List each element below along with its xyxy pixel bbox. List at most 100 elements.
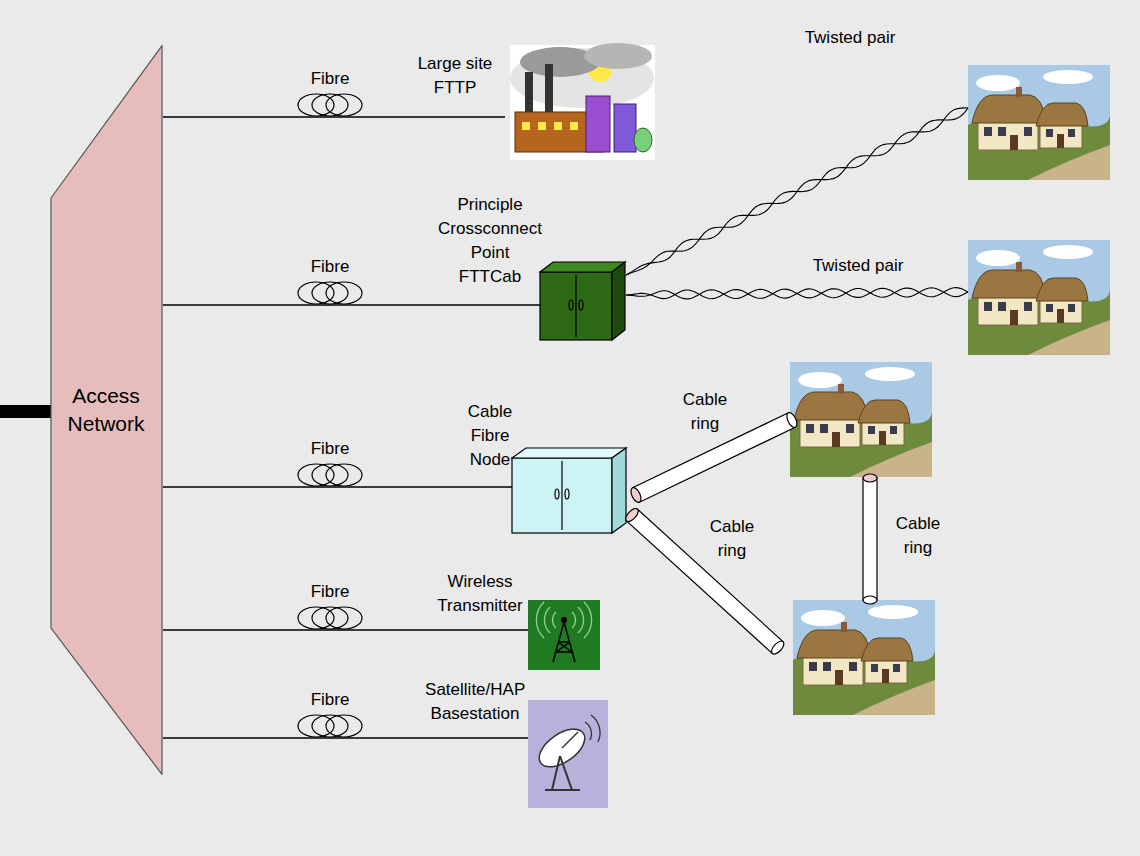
satellite-dish-picture: [528, 700, 608, 808]
twisted-pair-wire: [626, 108, 968, 275]
node-label: Principle Crossconnect Point FTTCab: [438, 193, 542, 289]
factory-picture: [614, 104, 636, 152]
trapezoid-shape: [51, 46, 162, 775]
trapezoid-outline: [50, 45, 163, 775]
fibre-link: [163, 116, 505, 117]
factory-picture: [538, 122, 546, 130]
cable-node-cabinet-picture: [555, 489, 559, 499]
edge-label: Fibre: [309, 580, 352, 604]
satellite-dish-picture: [560, 756, 572, 790]
crossconnect-cabinet-picture: [579, 300, 583, 310]
factory-picture: [545, 64, 553, 117]
cable-node-cabinet-picture: [512, 448, 626, 458]
illustration: [298, 464, 362, 486]
satellite-dish-picture: [562, 732, 578, 748]
wireless-tower-picture: [572, 612, 575, 628]
crossconnect-cabinet-picture: [569, 300, 573, 310]
medium-label: Cable ring: [708, 515, 756, 563]
illustration: [298, 607, 362, 629]
wireless-tower-picture: [556, 651, 572, 653]
crossconnect-cabinet-picture: [612, 262, 625, 340]
medium-label: Cable ring: [681, 388, 729, 436]
crossconnect-cabinet-picture: [540, 272, 612, 340]
factory-picture: [510, 43, 655, 160]
twisted-pair-wires: [626, 108, 968, 299]
illustration: [298, 94, 362, 116]
factory-picture: [634, 128, 652, 152]
factory-picture: [584, 43, 652, 69]
satellite-dish-picture: [591, 715, 600, 742]
wireless-tower-picture: [528, 600, 600, 670]
satellite-basestation: Satellite/HAP Basestation: [528, 700, 608, 808]
node-label: Cable Fibre Node: [468, 400, 512, 472]
edge-label: Fibre: [309, 437, 352, 461]
fibre-link: [163, 486, 512, 487]
wireless-tower-picture: [536, 602, 544, 638]
crossconnect-cabinet-picture: [575, 275, 576, 337]
factory-picture: [554, 122, 562, 130]
node-label: Large site FTTP: [409, 52, 501, 100]
wireless-tower-picture: [544, 607, 550, 633]
fibre-link: [163, 629, 528, 630]
fibre-link: [163, 304, 540, 305]
wireless-tower-picture: [561, 617, 567, 623]
cable-ring-tube: [863, 474, 877, 482]
fibre-link: [163, 737, 528, 738]
cable-ring-tube: [863, 478, 877, 600]
cable-node-cabinet-picture: [612, 448, 626, 533]
illustration: [298, 282, 362, 304]
cable-ring-tube: [863, 596, 877, 604]
edge-label: Fibre: [309, 255, 352, 279]
cable-ring-tube: [769, 639, 786, 656]
cable-ring-tube: [624, 506, 641, 523]
satellite-dish-picture: [533, 722, 592, 775]
factory-picture: [586, 96, 610, 152]
illustration: [298, 715, 362, 737]
factory-picture: [570, 122, 578, 130]
cable-fibre-node: Cable Fibre Node: [512, 448, 626, 533]
cable-ring-tube: [624, 506, 786, 656]
cable-node-cabinet-picture: [512, 458, 612, 533]
crossconnect-cabinet-picture: [540, 262, 625, 272]
factory-picture: [525, 72, 533, 117]
wireless-tower-picture: [578, 607, 584, 633]
trunk-bar: [0, 405, 52, 418]
satellite-dish-picture: [552, 756, 560, 790]
factory-picture: [522, 122, 530, 130]
wireless-tower-picture: [584, 602, 592, 638]
illustration: [968, 240, 1110, 355]
illustration: [968, 65, 1110, 180]
wireless-tower-picture: [556, 642, 570, 652]
cable-ring-tube: [629, 486, 643, 504]
node-label: Wireless Transmitter: [437, 570, 522, 618]
twisted-pair-wire: [626, 108, 968, 275]
satellite-dish-picture: [585, 722, 591, 740]
cable-ring-tube: [863, 474, 877, 604]
wireless-tower-picture: [528, 600, 600, 670]
cable-node-cabinet-picture: [565, 489, 569, 499]
access-network-block: Access Network: [50, 45, 163, 775]
satellite-dish-picture: [528, 700, 608, 808]
cable-node-cabinet-picture: [512, 448, 626, 533]
medium-label: Twisted pair: [811, 254, 906, 278]
large-site-node: Large site FTTP: [505, 45, 655, 160]
satellite-dish-picture: [545, 789, 580, 791]
cable-ring-tube: [785, 411, 799, 429]
illustration: [790, 362, 932, 477]
wireless-tower-picture: [558, 642, 572, 652]
wireless-transmitter: Wireless Transmitter: [528, 600, 600, 670]
twisted-pair-wire: [626, 288, 968, 299]
node-label: Access Network: [67, 382, 144, 438]
wireless-tower-picture: [536, 602, 591, 638]
twisted-pair-wire: [626, 288, 968, 299]
crossconnect-cabinet: Principle Crossconnect Point FTTCab: [540, 262, 626, 340]
edge-label: Fibre: [309, 688, 352, 712]
cable-ring-tube: [627, 509, 783, 653]
illustration: [793, 600, 935, 715]
wireless-tower-picture: [553, 622, 575, 662]
edge-label: Fibre: [309, 67, 352, 91]
cable-node-cabinet-picture: [561, 461, 562, 530]
